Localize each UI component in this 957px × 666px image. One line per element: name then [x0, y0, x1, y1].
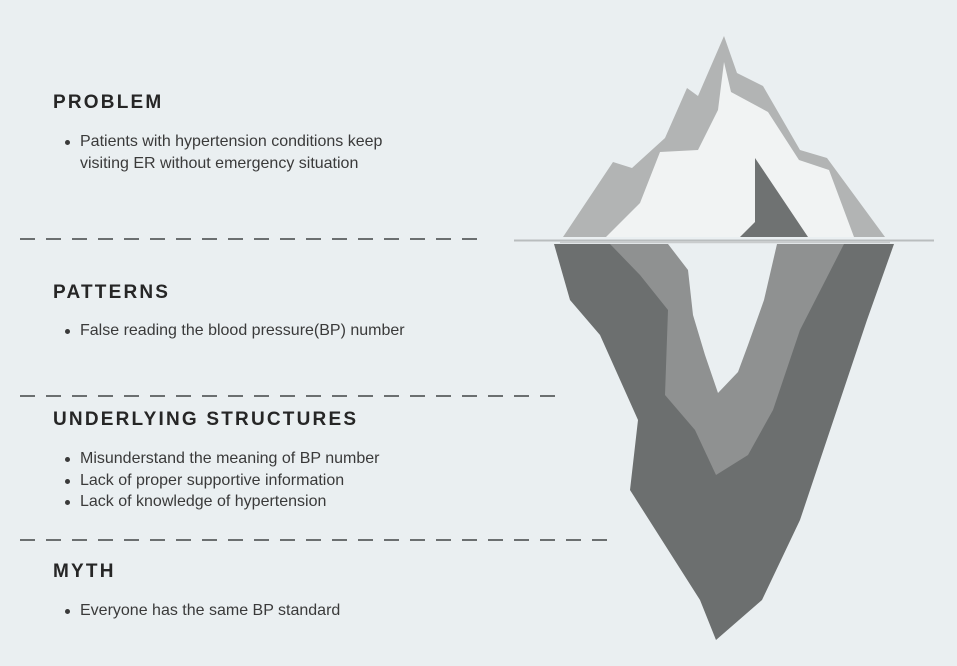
list-item: Misunderstand the meaning of BP number [62, 448, 379, 470]
list-item: Patients with hypertension conditions ke… [62, 131, 420, 174]
list-item: Lack of knowledge of hypertension [62, 491, 379, 513]
underlying-structures-list: Misunderstand the meaning of BP number L… [62, 448, 379, 513]
underlying-structures-title: UNDERLYING STRUCTURES [53, 409, 359, 430]
myth-title: MYTH [53, 561, 116, 582]
problem-list: Patients with hypertension conditions ke… [62, 131, 420, 174]
iceberg-tip-highlight [606, 62, 854, 237]
list-item: Lack of proper supportive information [62, 470, 379, 492]
patterns-list: False reading the blood pressure(BP) num… [62, 320, 405, 342]
problem-title: PROBLEM [53, 92, 164, 113]
iceberg [514, 36, 934, 640]
patterns-title: PATTERNS [53, 282, 171, 303]
iceberg-tip-facet [740, 158, 808, 237]
list-item: False reading the blood pressure(BP) num… [62, 320, 405, 342]
myth-list: Everyone has the same BP standard [62, 600, 340, 622]
list-item: Everyone has the same BP standard [62, 600, 340, 622]
iceberg-underwater-light [668, 244, 777, 393]
